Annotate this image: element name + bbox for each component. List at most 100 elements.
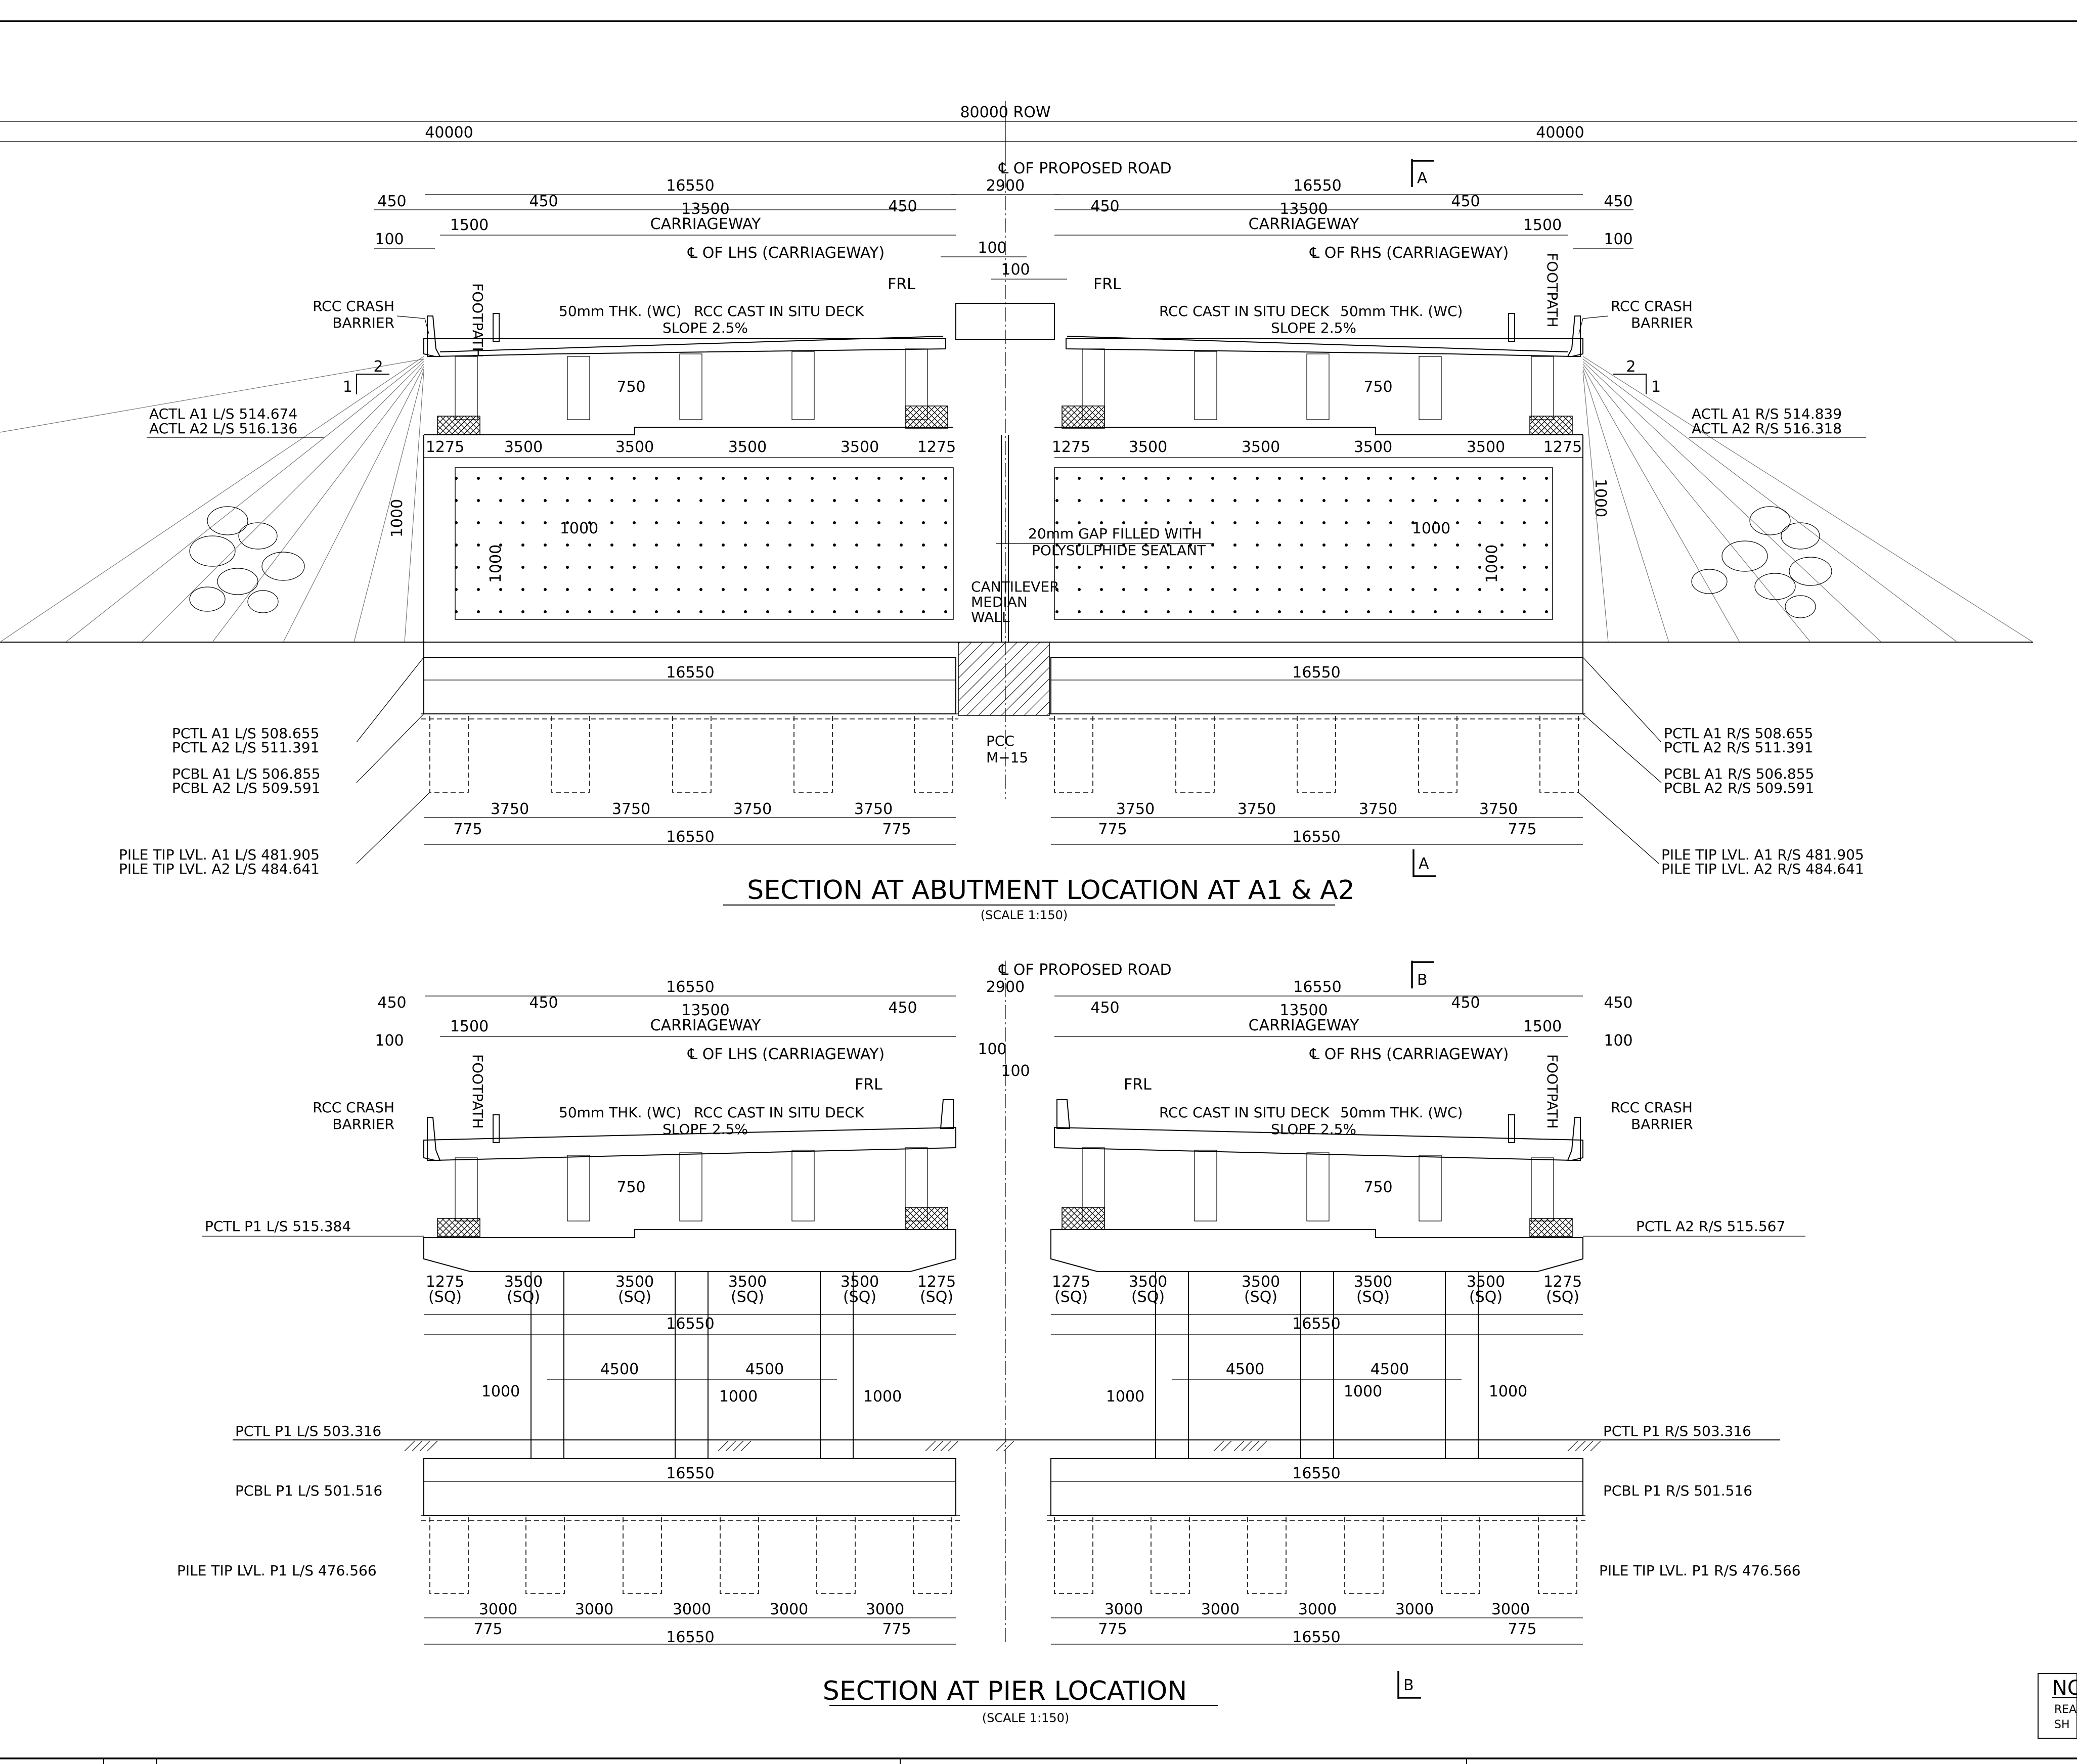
pctl-l-p: PCTL P1 L/S 503.316 (235, 1423, 381, 1439)
abutment-wall-right-a (1054, 467, 1553, 620)
pctl-top-l-p: PCTL P1 L/S 515.384 (205, 1218, 351, 1235)
p-b3500-l4: 3500 (841, 1273, 879, 1291)
p-pile-width-right: 16550 (1292, 1629, 1340, 1646)
a-d1000-h-left: 1000 (560, 520, 598, 537)
crash-barrier-left-2-a: BARRIER (332, 314, 394, 331)
pcbl-r2-a: PCBL A2 R/S 509.591 (1664, 780, 1814, 796)
p-b1275-r2: 1275 (1543, 1273, 1582, 1291)
footpath-right-p: FOOTPATH (1544, 1054, 1561, 1129)
notes-box: NO REA SH (2038, 1673, 2077, 1739)
p-p3000-l1: 3000 (479, 1601, 517, 1618)
edge-450-r3-a: 450 (1604, 193, 1632, 210)
p-d4500-r1: 4500 (1226, 1361, 1264, 1378)
p-d1000-l2: 1000 (719, 1388, 758, 1406)
crash-barrier-right-2-p: BARRIER (1631, 1116, 1693, 1133)
rock-cluster-left (189, 506, 305, 613)
girder-gap-left-a: 750 (616, 378, 645, 396)
edge-450-l1-a: 450 (377, 193, 406, 210)
slope-h-left-a: 2 (373, 358, 383, 376)
deck-slab-left-p (423, 1126, 956, 1161)
piles-left-p (429, 1515, 952, 1594)
p-p3000-l2: 3000 (575, 1601, 613, 1618)
p-p775-l1: 775 (473, 1620, 502, 1638)
p-sq-l4: (SQ) (731, 1288, 764, 1306)
deck-slab-left-a (423, 338, 946, 357)
cl-lhs-a: ℄ OF LHS (CARRIAGEWAY) (687, 244, 885, 262)
p-b1275-l1: 1275 (426, 1273, 464, 1291)
deck-right-a: RCC CAST IN SITU DECK (1159, 303, 1330, 320)
notes-line-2: SH (2054, 1718, 2070, 1731)
half-width-left-a: 16550 (666, 177, 714, 195)
bearing-right-2-p (1529, 1218, 1573, 1237)
edge-450-l1-p: 450 (377, 994, 406, 1012)
carriageway-right-p: CARRIAGEWAY (1249, 1017, 1359, 1034)
edge-450-l2-a: 450 (529, 193, 558, 210)
a-b3500-r3: 3500 (1354, 438, 1392, 456)
crash-barrier-right-2-a: BARRIER (1631, 314, 1693, 331)
slope-left-p: SLOPE 2.5% (662, 1121, 748, 1138)
ground-hatch-p (404, 1440, 1601, 1452)
p-sq-r5: (SQ) (1469, 1288, 1502, 1306)
row-left: 40000 (425, 124, 473, 142)
crash-barrier-left-2-p: BARRIER (332, 1116, 394, 1133)
edge-100-left-p: 100 (375, 1032, 404, 1050)
cl-rhs-p: ℄ OF RHS (CARRIAGEWAY) (1309, 1046, 1509, 1063)
pcc-median-a (958, 642, 1050, 716)
median-width-a: 2900 (986, 177, 1025, 195)
pcbl-r1-a: PCBL A1 R/S 506.855 (1664, 765, 1814, 782)
carriageway-w-left-p: 13500 (681, 1002, 729, 1019)
p-b3500-l2: 3500 (615, 1273, 654, 1291)
edge-450-r2-p: 450 (1451, 994, 1480, 1012)
p-b3500-r1: 3500 (1129, 1273, 1167, 1291)
wc-right-p: 50mm THK. (WC) (1340, 1104, 1463, 1121)
pier-cap-right-p (1050, 1229, 1583, 1272)
p-b1275-l2: 1275 (917, 1273, 956, 1291)
slope-right-p: SLOPE 2.5% (1271, 1121, 1356, 1138)
a-b1275-l2: 1275 (917, 438, 956, 456)
deck-left-a: RCC CAST IN SITU DECK (694, 303, 864, 320)
cl-lhs-p: ℄ OF LHS (CARRIAGEWAY) (687, 1046, 885, 1063)
footpath-kerb-right-p (1508, 1114, 1515, 1143)
pcbl-l-p: PCBL P1 L/S 501.516 (235, 1482, 382, 1499)
girder-gap-right-a: 750 (1363, 378, 1392, 396)
pier-cap-width-left: 16550 (666, 1315, 714, 1333)
edge-100-left-a: 100 (375, 231, 404, 248)
footpath-w-right-p: 1500 (1523, 1018, 1562, 1035)
p-d1000-l1: 1000 (481, 1383, 520, 1400)
footpath-kerb-right-a (1508, 313, 1515, 342)
cantilever-3: WALL (971, 609, 1010, 625)
p-sq-r4: (SQ) (1356, 1288, 1390, 1306)
pcc-1: PCC (986, 733, 1014, 749)
pctl-l1-a: PCTL A1 L/S 508.655 (172, 725, 319, 742)
p-p3000-r3: 3000 (1298, 1601, 1337, 1618)
footpath-left-p: FOOTPATH (469, 1054, 486, 1129)
cap-width-left-a: 16550 (666, 664, 714, 682)
a-b3500-r1: 3500 (1129, 438, 1167, 456)
carriageway-left-p: CARRIAGEWAY (650, 1017, 761, 1034)
a-d1000-v-left: 1000 (388, 499, 406, 537)
carriageway-w-left-a: 13500 (681, 200, 729, 218)
wc-left-a: 50mm THK. (WC) (559, 303, 681, 320)
crash-barrier-right-p (1567, 1117, 1581, 1161)
frl-left-p: FRL (855, 1076, 882, 1094)
pier-section: ℄ OF PROPOSED ROAD 2900 B 16550 16550 45… (177, 961, 1805, 1725)
a-b1275-l1: 1275 (426, 438, 464, 456)
edge-450-l2-p: 450 (529, 994, 558, 1012)
bearing-left-2-p (905, 1207, 948, 1230)
p-sq-r1: (SQ) (1054, 1288, 1088, 1306)
deck-slab-right-p (1054, 1126, 1583, 1161)
a-b3500-l2: 3500 (615, 438, 654, 456)
pier-scale: (SCALE 1:150) (982, 1711, 1069, 1725)
median-100-p2: 100 (1001, 1062, 1030, 1080)
cl-proposed-road-p: ℄ OF PROPOSED ROAD (998, 961, 1172, 979)
carriageway-w-right-a: 13500 (1279, 200, 1328, 218)
bearing-left-2-a (905, 405, 948, 429)
piles-right-a (1054, 713, 1579, 793)
a-d1000-v2-right: 1000 (1483, 545, 1501, 583)
a-b1275-r1: 1275 (1052, 438, 1090, 456)
slope-right-a: SLOPE 2.5% (1271, 320, 1356, 336)
crash-barrier-right-a (1567, 315, 1581, 357)
p-d4500-l2: 4500 (745, 1361, 784, 1378)
a-b1275-r2: 1275 (1543, 438, 1582, 456)
a-p3750-r1: 3750 (1116, 800, 1155, 818)
